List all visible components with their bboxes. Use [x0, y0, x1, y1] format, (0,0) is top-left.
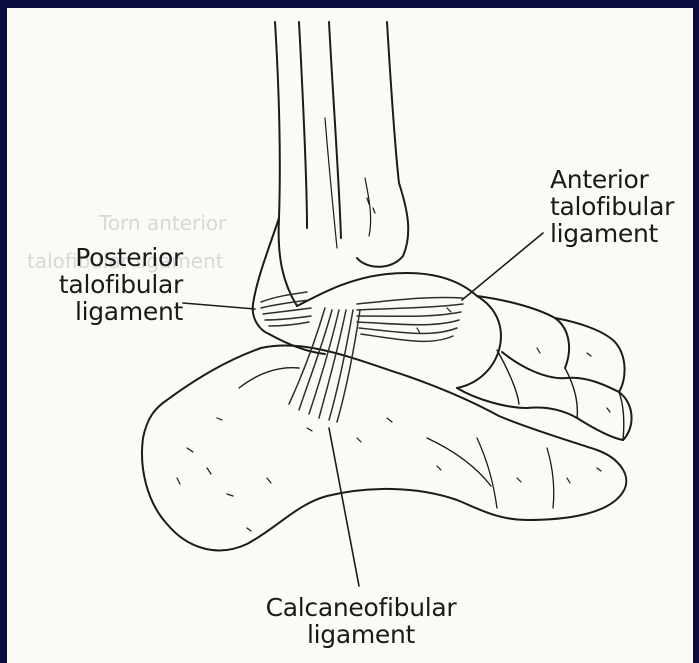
- label-line: talofibular: [31, 271, 183, 298]
- label-line: Posterior: [31, 244, 183, 271]
- anterior-talofibular-label: Anterior talofibular ligament: [550, 166, 674, 247]
- posterior-talofibular-ligament: [261, 292, 311, 326]
- label-line: talofibular: [550, 193, 674, 220]
- label-line: ligament: [232, 621, 490, 648]
- label-line: Anterior: [550, 166, 674, 193]
- ghost-text: Torn anterior: [98, 211, 227, 235]
- label-line: Calcaneofibular: [232, 594, 490, 621]
- posterior-talofibular-label: Posterior talofibular ligament: [31, 244, 183, 325]
- label-line: ligament: [31, 298, 183, 325]
- anterior-pointer-line: [462, 233, 543, 300]
- fibula-bone: [275, 22, 297, 306]
- calcaneus-bone: [142, 345, 626, 550]
- tibia-bone: [329, 22, 341, 238]
- illustration-canvas: Torn anterior talofibular ligament Anter…: [7, 8, 693, 663]
- talus-bone: [297, 273, 501, 388]
- calcaneofibular-label: Calcaneofibular ligament: [232, 594, 490, 648]
- ankle-ligament-illustration: Torn anterior talofibular ligament: [7, 8, 693, 663]
- calcaneofibular-ligament: [289, 308, 360, 422]
- label-line: ligament: [550, 220, 674, 247]
- calcaneofibular-pointer-line: [329, 428, 359, 586]
- anterior-talofibular-ligament: [357, 297, 463, 341]
- posterior-pointer-line: [183, 303, 255, 309]
